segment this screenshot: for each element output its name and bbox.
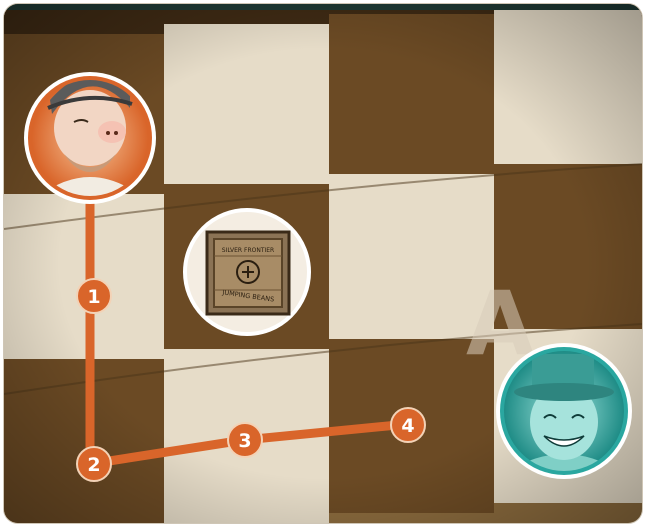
board-frame: A 1 2 3 4 bbox=[4, 4, 642, 523]
path-step-4[interactable]: 4 bbox=[391, 408, 425, 442]
step-number: 1 bbox=[87, 286, 100, 308]
crate-stamp-top: SILVER FRONTIER bbox=[222, 247, 274, 254]
step-number: 2 bbox=[87, 454, 100, 476]
wooden-crate-icon: SILVER FRONTIER JUMPING BEANS bbox=[207, 232, 289, 314]
path-step-2[interactable]: 2 bbox=[77, 447, 111, 481]
path-step-1[interactable]: 1 bbox=[77, 279, 111, 313]
board-svg: A 1 2 3 4 bbox=[4, 4, 642, 523]
step-number: 3 bbox=[238, 430, 251, 452]
crate-token[interactable]: SILVER FRONTIER JUMPING BEANS bbox=[185, 210, 309, 334]
step-number: 4 bbox=[401, 415, 414, 437]
orange-character-token[interactable] bbox=[24, 72, 156, 204]
path-step-3[interactable]: 3 bbox=[228, 423, 262, 457]
teal-character-token[interactable] bbox=[496, 343, 632, 479]
